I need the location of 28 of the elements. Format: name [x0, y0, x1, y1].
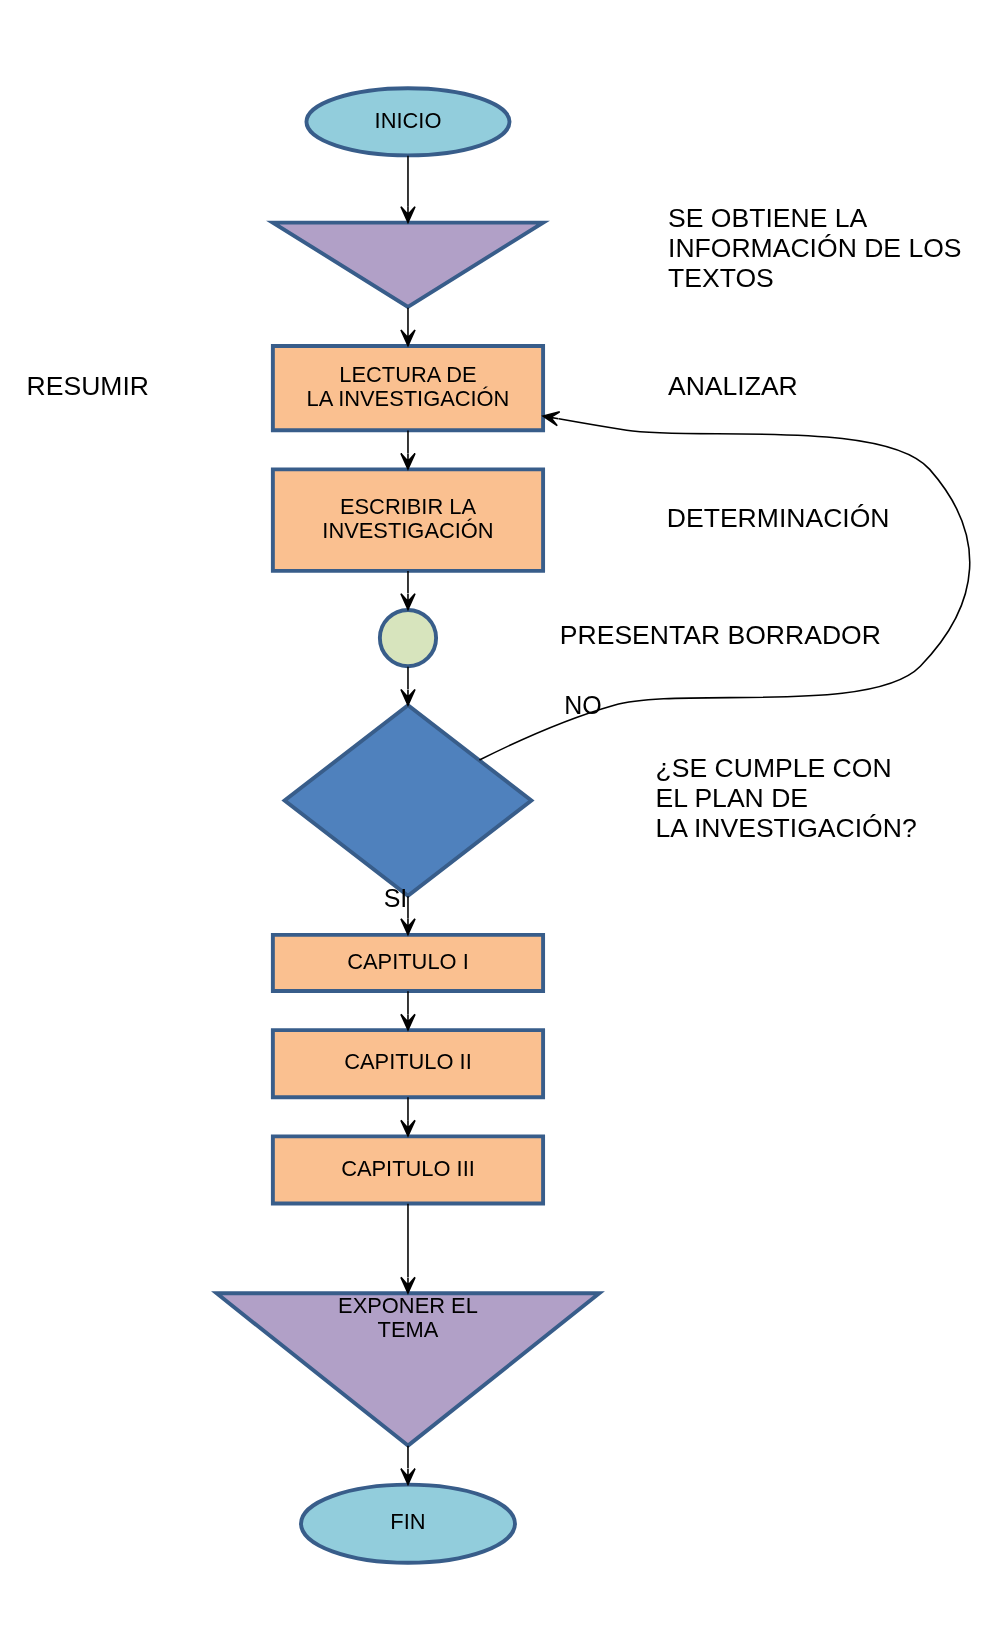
- arrow: [400, 429, 416, 470]
- arrow: [400, 665, 416, 706]
- edge-label: SI: [383, 884, 408, 913]
- label: PRESENTAR BORRADOR: [559, 620, 881, 651]
- node-ellipse: INICIO: [304, 86, 512, 158]
- arrow: [400, 990, 416, 1031]
- edge-label: NO: [564, 691, 602, 720]
- node-box: CAPITULO II: [270, 1028, 546, 1100]
- node-circle: [377, 608, 439, 669]
- arrow: [400, 570, 416, 611]
- label: ¿SE CUMPLE CON EL PLAN DE LA INVESTIGACIÓN?: [655, 753, 917, 843]
- label: SE OBTIENE LA INFORMACIÓN DE LOS TEXTOS: [668, 203, 962, 293]
- node-triangle: [266, 220, 550, 310]
- node-box: ESCRIBIR LA INVESTIGACIÓN: [270, 467, 546, 573]
- node-ellipse: FIN: [299, 1482, 517, 1565]
- arrow: [400, 155, 416, 224]
- arrow: [400, 895, 416, 936]
- arrow: [400, 1202, 416, 1294]
- node-box: CAPITULO III: [270, 1134, 546, 1206]
- arrow: [400, 1096, 416, 1137]
- node-box: CAPITULO I: [270, 932, 546, 994]
- node-box: LECTURA DE LA INVESTIGACIÓN: [270, 344, 546, 433]
- label: ANALIZAR: [667, 370, 798, 401]
- arrow: [400, 306, 416, 347]
- arrow: [400, 1444, 416, 1486]
- label: RESUMIR: [26, 370, 149, 401]
- label: DETERMINACIÓN: [666, 502, 890, 533]
- arrow: [478, 411, 971, 761]
